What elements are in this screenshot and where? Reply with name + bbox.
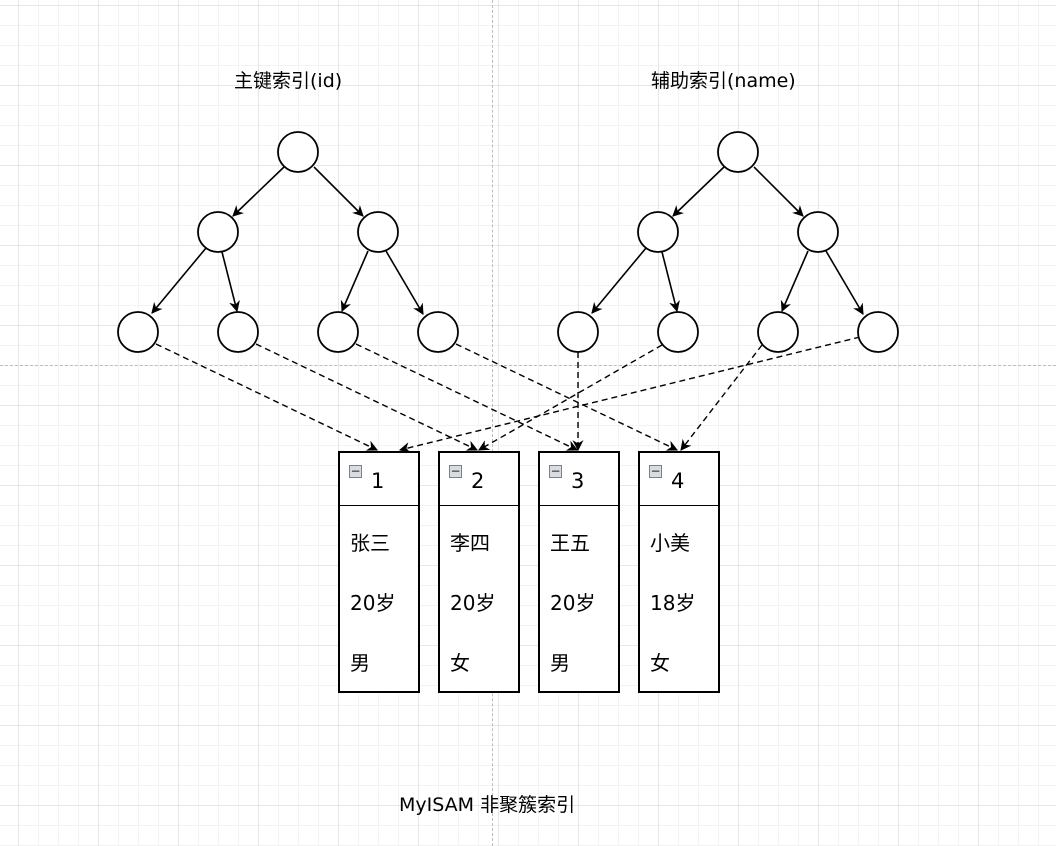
record-gender: 女 <box>450 651 470 675</box>
secondary-index-title: 辅助索引(name) <box>651 70 796 92</box>
record-gender: 男 <box>350 651 370 675</box>
edge-p-root-left <box>232 166 285 217</box>
edge-p-left-leaf2 <box>221 251 240 313</box>
collapse-minus-icon[interactable]: − <box>349 464 362 478</box>
edge-s-left-leaf1 <box>591 247 647 314</box>
edge-s-right-leaf4 <box>825 250 864 315</box>
secondary-leaf-node <box>557 311 599 353</box>
edge-s-root-right <box>753 166 804 217</box>
data-record-1[interactable]: − 1 张三 20岁 男 <box>338 451 420 693</box>
edge-p-right-leaf4 <box>385 250 424 315</box>
pointer-s-leaf4-record1 <box>398 336 861 453</box>
record-id: 4 <box>671 469 685 493</box>
primary-index-title: 主键索引(id) <box>234 70 343 92</box>
record-name: 张三 <box>350 531 390 555</box>
collapse-minus-icon[interactable]: − <box>449 464 462 478</box>
record-header: − 1 <box>340 453 418 506</box>
record-age: 20岁 <box>450 591 496 615</box>
pointer-p-leaf3-record3 <box>355 343 578 451</box>
record-age: 18岁 <box>650 591 696 615</box>
primary-left-node <box>197 211 239 253</box>
edge-p-left-leaf1 <box>151 247 207 314</box>
data-record-3[interactable]: − 3 王五 20岁 男 <box>538 451 620 693</box>
record-age: 20岁 <box>350 591 396 615</box>
edge-p-right-leaf3 <box>340 250 369 313</box>
edge-p-root-right <box>313 166 364 217</box>
secondary-root-node <box>717 131 759 173</box>
record-header: − 2 <box>440 453 518 506</box>
record-id: 1 <box>371 469 385 493</box>
edge-s-left-leaf2 <box>661 251 680 313</box>
diagram-caption: MyISAM 非聚簇索引 <box>399 794 576 816</box>
record-id: 3 <box>571 469 585 493</box>
record-name: 王五 <box>550 531 590 555</box>
pointer-s-leaf3-record4 <box>680 344 763 451</box>
primary-leaf-node <box>217 311 259 353</box>
record-name: 小美 <box>650 531 690 555</box>
data-record-2[interactable]: − 2 李四 20岁 女 <box>438 451 520 693</box>
vertical-guide-line <box>492 0 493 846</box>
secondary-left-node <box>637 211 679 253</box>
record-name: 李四 <box>450 531 490 555</box>
primary-leaf-node <box>317 311 359 353</box>
collapse-minus-icon[interactable]: − <box>649 464 662 478</box>
primary-root-node <box>277 131 319 173</box>
edge-s-right-leaf3 <box>780 250 809 313</box>
data-record-4[interactable]: − 4 小美 18岁 女 <box>638 451 720 693</box>
pointer-p-leaf4-record4 <box>455 343 678 451</box>
horizontal-guide-line <box>0 365 1056 366</box>
collapse-minus-icon[interactable]: − <box>549 464 562 478</box>
record-header: − 4 <box>640 453 718 506</box>
record-gender: 男 <box>550 651 570 675</box>
pointer-p-leaf1-record1 <box>155 343 378 451</box>
edge-s-root-left <box>672 166 725 217</box>
primary-leaf-node <box>117 311 159 353</box>
secondary-leaf-node <box>657 311 699 353</box>
record-id: 2 <box>471 469 485 493</box>
record-gender: 女 <box>650 651 670 675</box>
pointer-s-leaf2-record2 <box>478 344 663 451</box>
record-header: − 3 <box>540 453 618 506</box>
pointer-p-leaf2-record2 <box>255 343 478 451</box>
leaf-to-record-pointers <box>155 336 861 453</box>
primary-right-node <box>357 211 399 253</box>
secondary-leaf-node <box>757 311 799 353</box>
tree-nodes <box>117 131 899 353</box>
secondary-right-node <box>797 211 839 253</box>
primary-tree-edges <box>151 166 424 315</box>
secondary-tree-edges <box>591 166 864 315</box>
record-age: 20岁 <box>550 591 596 615</box>
secondary-leaf-node <box>857 311 899 353</box>
primary-leaf-node <box>417 311 459 353</box>
